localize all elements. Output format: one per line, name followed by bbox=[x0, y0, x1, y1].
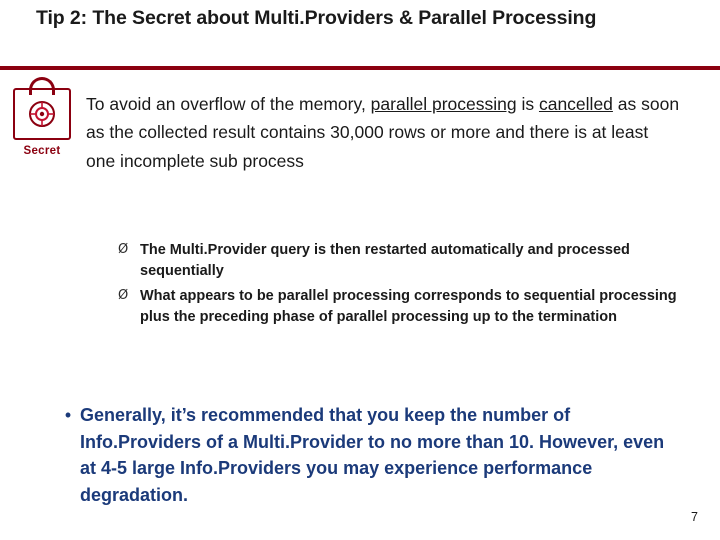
paragraph-part-1: To avoid an overflow of the memory, bbox=[86, 94, 371, 114]
list-item-label: Generally, it’s recommended that you kee… bbox=[80, 405, 665, 505]
list-item: Ø The Multi.Provider query is then resta… bbox=[118, 240, 688, 282]
list-item-label: The Multi.Provider query is then restart… bbox=[140, 242, 630, 280]
padlock-shackle-icon bbox=[29, 77, 55, 95]
arrow-bullet-icon: Ø bbox=[118, 242, 129, 257]
list-item: • Generally, it’s recommended that you k… bbox=[56, 402, 676, 509]
paragraph-part-2: is bbox=[516, 94, 539, 114]
list-item-label: What appears to be parallel processing c… bbox=[140, 288, 677, 326]
page-title: Tip 2: The Secret about Multi.Providers … bbox=[36, 7, 597, 29]
secret-stamp: Secret bbox=[8, 77, 76, 168]
list-item: Ø What appears to be parallel processing… bbox=[118, 286, 688, 328]
title-divider bbox=[0, 66, 720, 70]
sub-bullet-list: Ø The Multi.Provider query is then resta… bbox=[118, 240, 688, 332]
paragraph-underline-2: cancelled bbox=[538, 94, 613, 114]
dot-bullet-icon: • bbox=[64, 405, 72, 425]
page-number: 7 bbox=[691, 510, 698, 524]
arrow-bullet-icon: Ø bbox=[118, 288, 129, 304]
paragraph-part-3: as soon as the collected result contains… bbox=[86, 94, 680, 171]
paragraph-underline-1: parallel processing bbox=[370, 94, 517, 114]
body-paragraph: To avoid an overflow of the memory, para… bbox=[86, 90, 682, 175]
padlock-icon bbox=[13, 77, 71, 140]
seal-icon bbox=[29, 101, 55, 127]
secret-stamp-label: Secret bbox=[23, 145, 61, 157]
recommendation-list: • Generally, it’s recommended that you k… bbox=[56, 402, 676, 509]
